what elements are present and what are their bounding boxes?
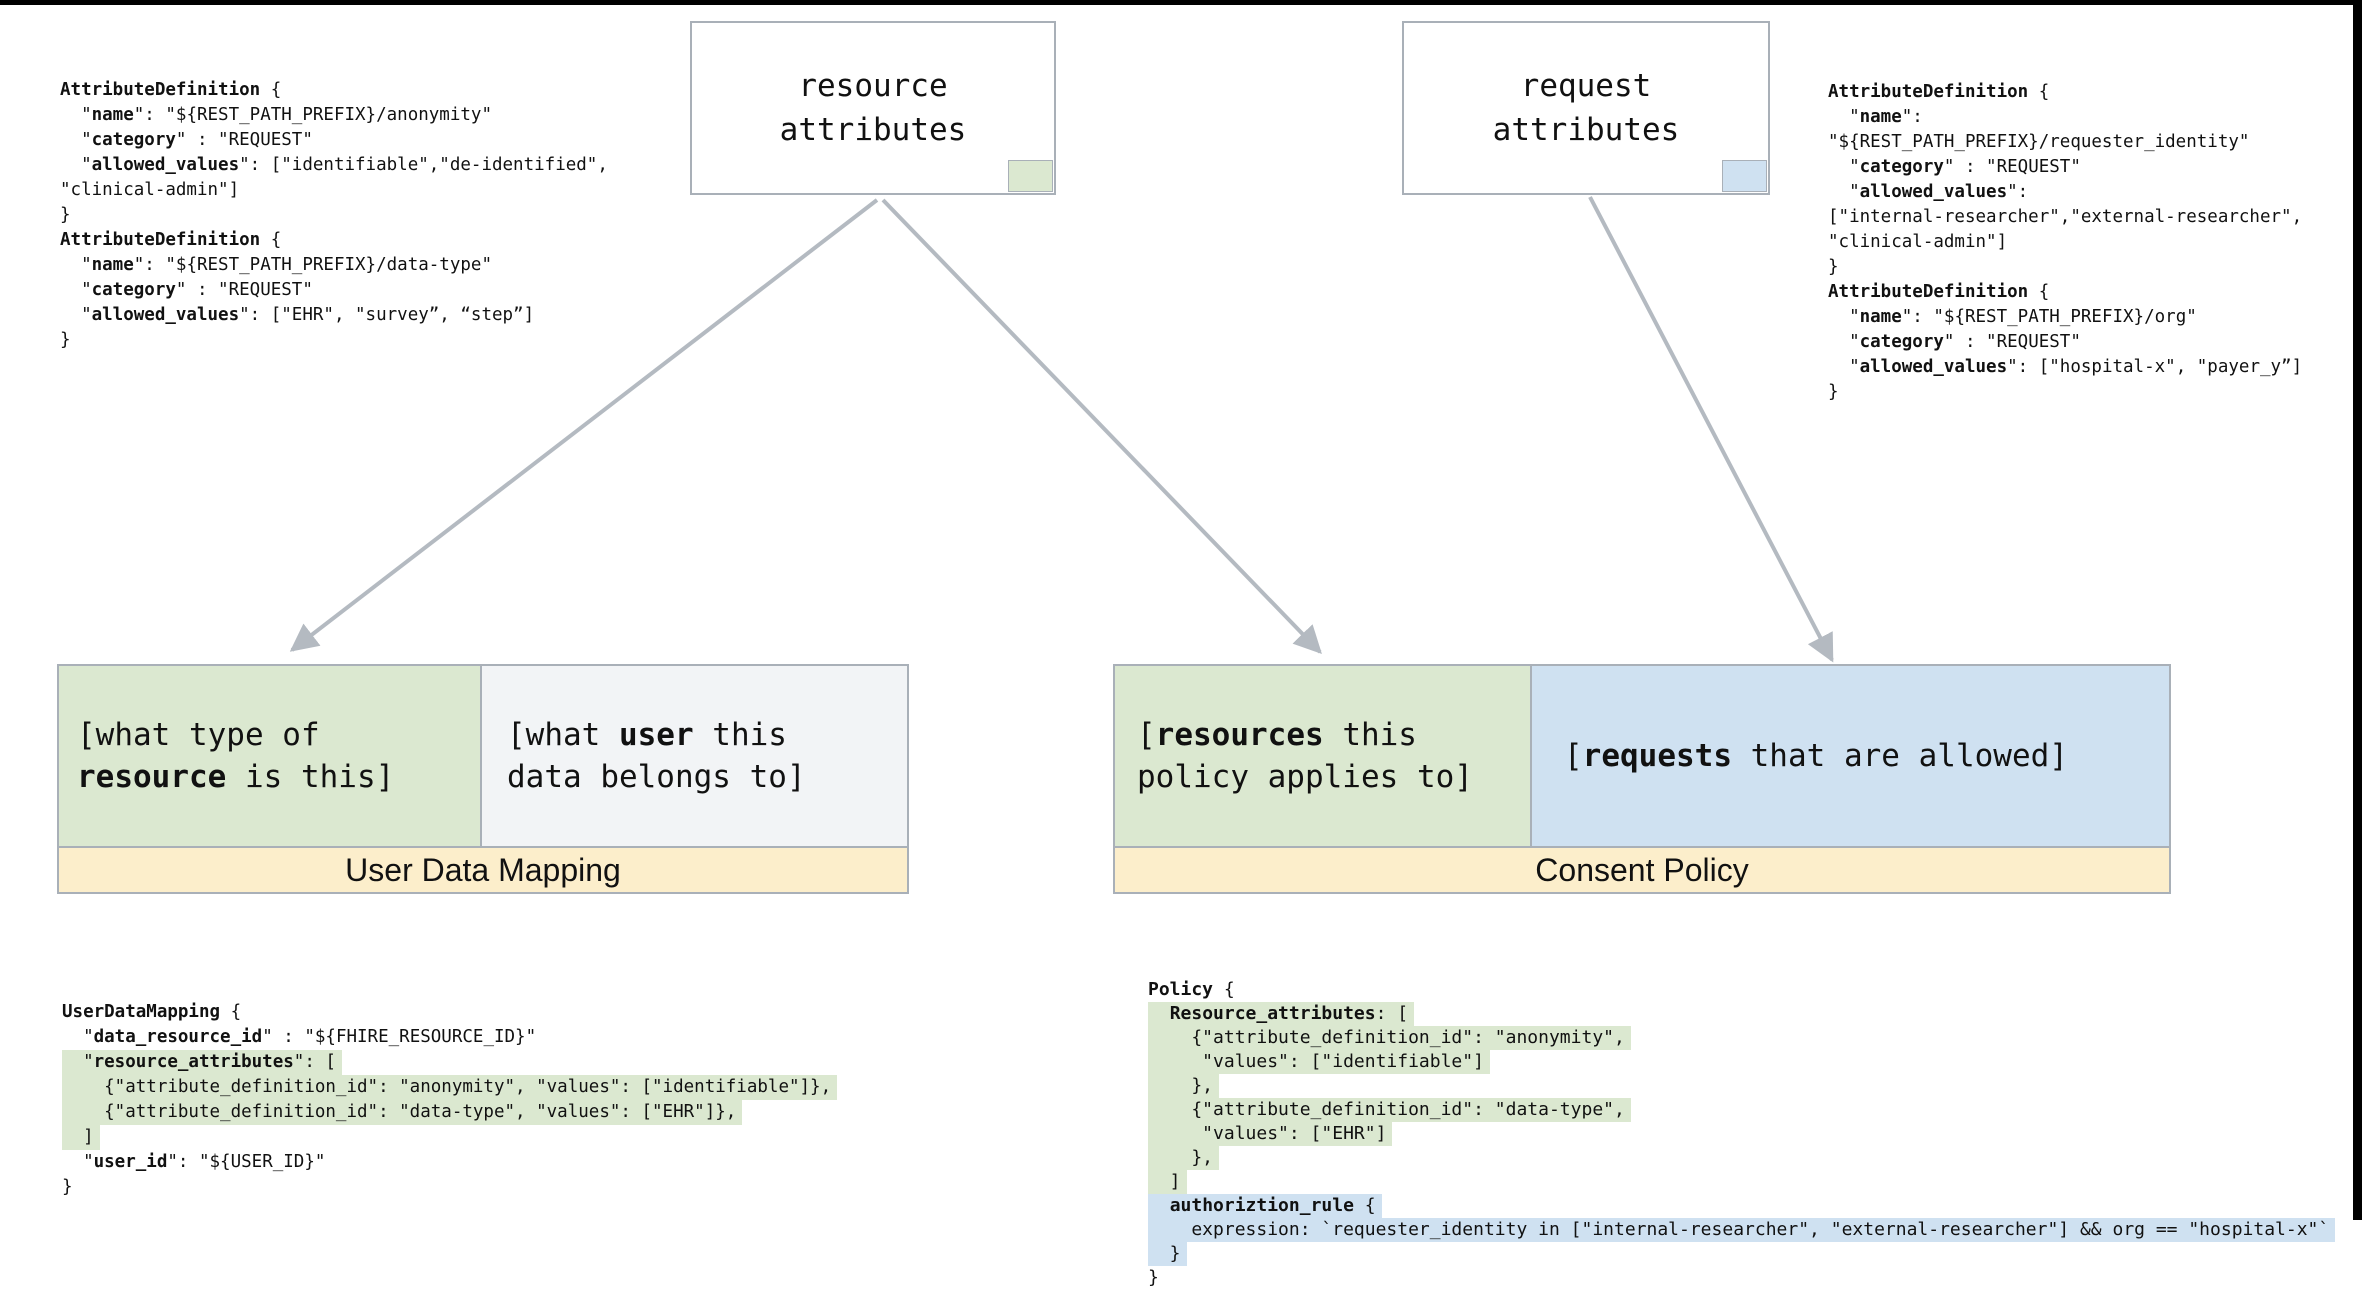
arrow-request-to-consent-policy: [1588, 196, 1834, 663]
top-border-line: [0, 0, 2362, 5]
resource-green-chip: [1008, 160, 1053, 192]
cp-requests-cell: [requests that are allowed]: [1532, 666, 2169, 846]
request-attributes-box: request attributes: [1402, 21, 1770, 195]
request-blue-chip: [1722, 160, 1767, 192]
arrow-resource-to-consent-policy: [881, 198, 1322, 655]
cp-title-bar: Consent Policy: [1115, 846, 2169, 892]
user-data-mapping-code: UserDataMapping { "data_resource_id" : "…: [62, 1000, 838, 1200]
resource-attributes-label: resource attributes: [779, 68, 967, 148]
right-border-line: [2353, 0, 2362, 1220]
policy-code: Policy { Resource_attributes: [ {"attrib…: [1148, 978, 2336, 1290]
attribute-definitions-left-code: AttributeDefinition { "name": "${REST_PA…: [60, 80, 608, 350]
request-attributes-label: request attributes: [1492, 68, 1680, 148]
resource-attributes-box: resource attributes: [690, 21, 1056, 195]
arrow-resource-to-user-data-mapping: [289, 198, 879, 652]
cp-title: Consent Policy: [1535, 851, 1749, 888]
udm-title: User Data Mapping: [345, 851, 621, 888]
attribute-definitions-right-code: AttributeDefinition { "name":"${REST_PAT…: [1828, 82, 2303, 402]
udm-title-bar: User Data Mapping: [59, 846, 907, 892]
